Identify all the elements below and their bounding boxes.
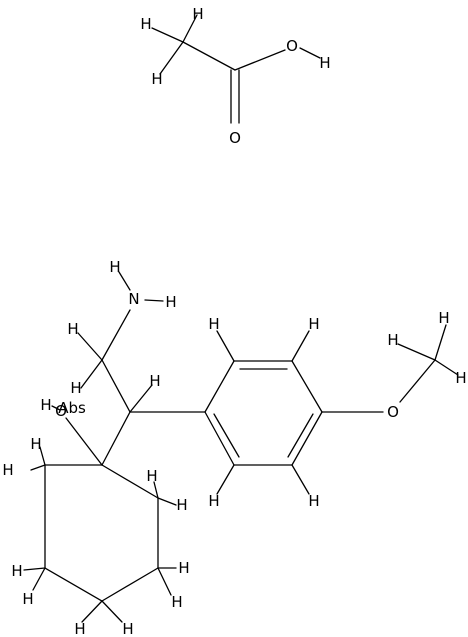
atom-label: H bbox=[67, 320, 78, 338]
atom-label: H bbox=[387, 331, 398, 349]
atom-label: H bbox=[40, 396, 51, 414]
atom-label: H bbox=[455, 369, 466, 387]
bond bbox=[77, 332, 103, 361]
atom-label: O bbox=[286, 37, 298, 55]
atom-label: H bbox=[171, 593, 182, 611]
atom-label: H bbox=[140, 15, 151, 33]
atom-label: H bbox=[308, 492, 319, 510]
bond bbox=[101, 309, 131, 361]
atom-label: H bbox=[109, 258, 120, 276]
atom-label: O bbox=[229, 129, 241, 147]
bond bbox=[157, 497, 177, 506]
bond bbox=[101, 567, 159, 602]
stereo-abs-tag: Abs bbox=[58, 399, 86, 417]
bond bbox=[80, 359, 103, 389]
atom-label: H bbox=[165, 293, 176, 311]
atom-label: H bbox=[192, 5, 203, 23]
bond bbox=[81, 600, 103, 623]
bond bbox=[291, 464, 310, 495]
aromatic-ring bbox=[129, 330, 384, 495]
double-bond-inner bbox=[287, 413, 314, 458]
bond bbox=[153, 481, 159, 499]
atom-labels: H H H O H O H N H H H H H O Abs H H H H … bbox=[2, 5, 466, 637]
bond bbox=[101, 359, 131, 413]
bond bbox=[216, 330, 235, 362]
aminomethyl-chain bbox=[77, 271, 164, 413]
atom-label: H bbox=[438, 309, 449, 327]
atom-label: O bbox=[55, 402, 67, 420]
bond bbox=[434, 324, 447, 361]
bond bbox=[204, 360, 235, 413]
bond bbox=[118, 271, 131, 291]
bond bbox=[151, 27, 184, 43]
bond bbox=[30, 464, 46, 471]
cyclohexane-ring bbox=[23, 446, 177, 623]
bond bbox=[216, 464, 235, 495]
acetic-acid bbox=[151, 14, 321, 124]
bond bbox=[32, 567, 46, 591]
bond bbox=[65, 417, 103, 466]
bond bbox=[101, 411, 131, 466]
atom-label: H bbox=[11, 562, 22, 580]
bond bbox=[44, 567, 103, 602]
atom-label: H bbox=[70, 379, 81, 397]
double-bond-inner bbox=[213, 413, 240, 458]
atom-label: H bbox=[146, 467, 157, 485]
atom-label: H bbox=[308, 315, 319, 333]
atom-label: N bbox=[128, 290, 139, 308]
bond bbox=[39, 446, 46, 466]
atom-label: H bbox=[208, 492, 219, 510]
atom-label: H bbox=[22, 590, 33, 608]
bond bbox=[129, 384, 153, 413]
bond bbox=[204, 411, 235, 466]
atom-label: H bbox=[2, 461, 13, 479]
bond bbox=[101, 464, 159, 499]
bond bbox=[101, 600, 123, 623]
atom-label: H bbox=[149, 372, 160, 390]
atom-label: H bbox=[151, 70, 162, 88]
bond bbox=[434, 359, 459, 376]
methoxy bbox=[397, 324, 459, 403]
atom-label: H bbox=[319, 54, 330, 72]
bond bbox=[182, 14, 198, 43]
bond bbox=[397, 343, 436, 361]
atom-label: H bbox=[178, 559, 189, 577]
bond bbox=[51, 405, 61, 411]
atom-label: H bbox=[176, 496, 187, 514]
bond bbox=[291, 330, 310, 362]
atom-label: H bbox=[208, 315, 219, 333]
atom-label: H bbox=[30, 435, 41, 453]
atom-label: H bbox=[74, 620, 85, 637]
bond bbox=[291, 360, 323, 413]
carbinol bbox=[51, 405, 131, 466]
bond bbox=[157, 567, 172, 596]
bond bbox=[291, 411, 323, 466]
bond bbox=[23, 567, 46, 571]
atom-label: O bbox=[387, 403, 399, 421]
bond bbox=[144, 299, 164, 302]
bond bbox=[399, 359, 436, 403]
bond bbox=[182, 41, 236, 71]
atom-label: H bbox=[122, 620, 133, 637]
bond bbox=[299, 47, 321, 59]
bond bbox=[234, 49, 286, 71]
bond bbox=[159, 41, 184, 75]
